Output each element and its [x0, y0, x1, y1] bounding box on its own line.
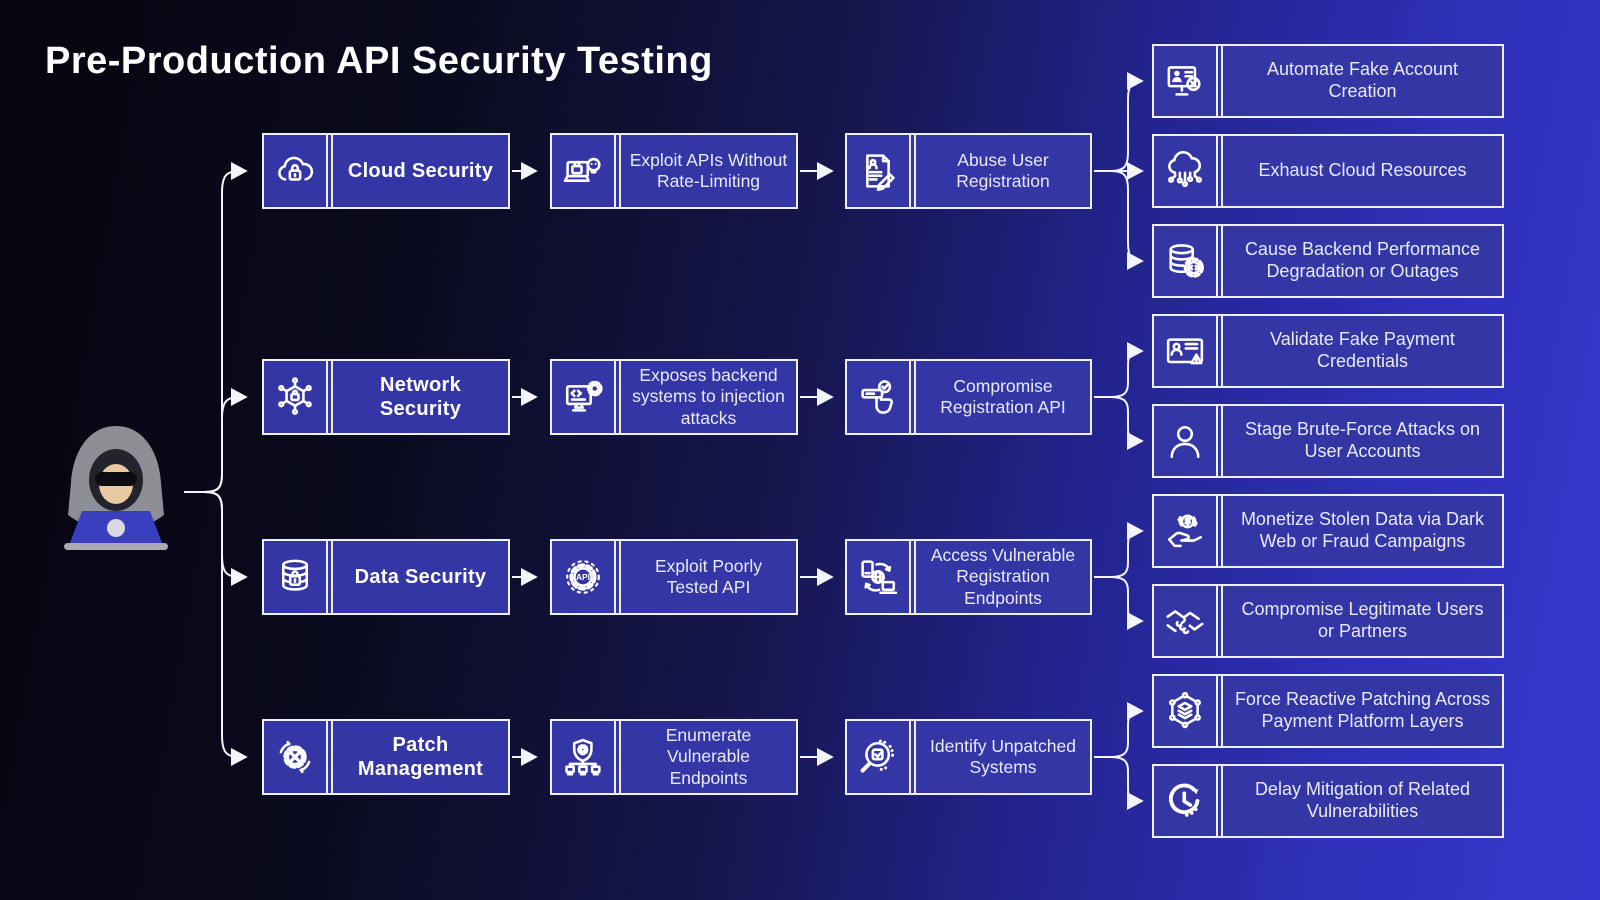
person-icon — [1154, 406, 1218, 476]
outcome-label: Monetize Stolen Data via Dark Web or Fra… — [1221, 496, 1502, 566]
category-label: Data Security — [331, 541, 508, 613]
cloud-lock-icon — [264, 135, 328, 207]
laptop-skull-icon — [552, 135, 616, 207]
outcome-box: Validate Fake Payment Credentials — [1152, 314, 1504, 388]
hexagon-layers-icon — [1154, 676, 1218, 746]
step-box-exploit-apis: Exploit APIs Without Rate-Limiting — [550, 133, 798, 209]
outcome-box: Cause Backend Performance Degradation or… — [1152, 224, 1504, 298]
monitor-code-gear-icon — [552, 361, 616, 433]
api-gear-icon: API — [552, 541, 616, 613]
outcome-label: Automate Fake Account Creation — [1221, 46, 1502, 116]
step-label: Enumerate Vulnerable Endpoints — [619, 721, 796, 793]
outcome-label: Stage Brute-Force Attacks on User Accoun… — [1221, 406, 1502, 476]
step-label: Identify Unpatched Systems — [914, 721, 1090, 793]
step-box-identify-unpatched-systems: Identify Unpatched Systems — [845, 719, 1092, 795]
category-label: Cloud Security — [331, 135, 508, 207]
outcome-box: Compromise Legitimate Users or Partners — [1152, 584, 1504, 658]
cloud-network-icon — [1154, 136, 1218, 206]
outcome-box: Automate Fake Account Creation — [1152, 44, 1504, 118]
patch-cycle-icon — [264, 721, 328, 793]
outcome-box: Delay Mitigation of Related Vulnerabilit… — [1152, 764, 1504, 838]
hand-check-icon — [847, 361, 911, 433]
outcome-box: Monetize Stolen Data via Dark Web or Fra… — [1152, 494, 1504, 568]
hacker-laptop-icon — [64, 426, 168, 550]
step-box-abuse-user-registration: Abuse User Registration — [845, 133, 1092, 209]
outcome-label: Validate Fake Payment Credentials — [1221, 316, 1502, 386]
category-box-cloud-security: Cloud Security — [262, 133, 510, 209]
step-label: Exploit Poorly Tested API — [619, 541, 796, 613]
hand-dollar-icon — [1154, 496, 1218, 566]
database-lock-icon — [264, 541, 328, 613]
shield-gear-network-icon — [552, 721, 616, 793]
outcome-label: Force Reactive Patching Across Payment P… — [1221, 676, 1502, 746]
clock-arrow-icon — [1154, 766, 1218, 836]
outcome-box: Exhaust Cloud Resources — [1152, 134, 1504, 208]
network-lock-icon — [264, 361, 328, 433]
monitor-user-x-icon — [1154, 46, 1218, 116]
svg-text:API: API — [576, 572, 590, 582]
handshake-icon — [1154, 586, 1218, 656]
outcome-label: Cause Backend Performance Degradation or… — [1221, 226, 1502, 296]
step-box-compromise-registration-api: Compromise Registration API — [845, 359, 1092, 435]
outcome-box: Stage Brute-Force Attacks on User Accoun… — [1152, 404, 1504, 478]
category-box-data-security: Data Security — [262, 539, 510, 615]
category-box-patch-management: Patch Management — [262, 719, 510, 795]
step-box-injection-attacks: Exposes backend systems to injection att… — [550, 359, 798, 435]
step-label: Compromise Registration API — [914, 361, 1090, 433]
magnifier-check-icon — [847, 721, 911, 793]
step-box-access-vulnerable-endpoints: Access Vulnerable Registration Endpoints — [845, 539, 1092, 615]
step-label: Abuse User Registration — [914, 135, 1090, 207]
devices-globe-sync-icon — [847, 541, 911, 613]
page-title: Pre-Production API Security Testing — [45, 40, 713, 82]
outcome-label: Exhaust Cloud Resources — [1221, 136, 1502, 206]
step-box-exploit-poorly-tested-api: API Exploit Poorly Tested API — [550, 539, 798, 615]
registration-form-icon — [847, 135, 911, 207]
step-label: Exploit APIs Without Rate-Limiting — [619, 135, 796, 207]
database-gear-icon — [1154, 226, 1218, 296]
category-label: Network Security — [331, 361, 508, 433]
step-label: Exposes backend systems to injection att… — [619, 361, 796, 433]
step-box-enumerate-endpoints: Enumerate Vulnerable Endpoints — [550, 719, 798, 795]
step-label: Access Vulnerable Registration Endpoints — [914, 541, 1090, 613]
outcome-label: Compromise Legitimate Users or Partners — [1221, 586, 1502, 656]
category-box-network-security: Network Security — [262, 359, 510, 435]
id-card-warning-icon — [1154, 316, 1218, 386]
category-label: Patch Management — [331, 721, 508, 793]
outcome-box: Force Reactive Patching Across Payment P… — [1152, 674, 1504, 748]
outcome-label: Delay Mitigation of Related Vulnerabilit… — [1221, 766, 1502, 836]
